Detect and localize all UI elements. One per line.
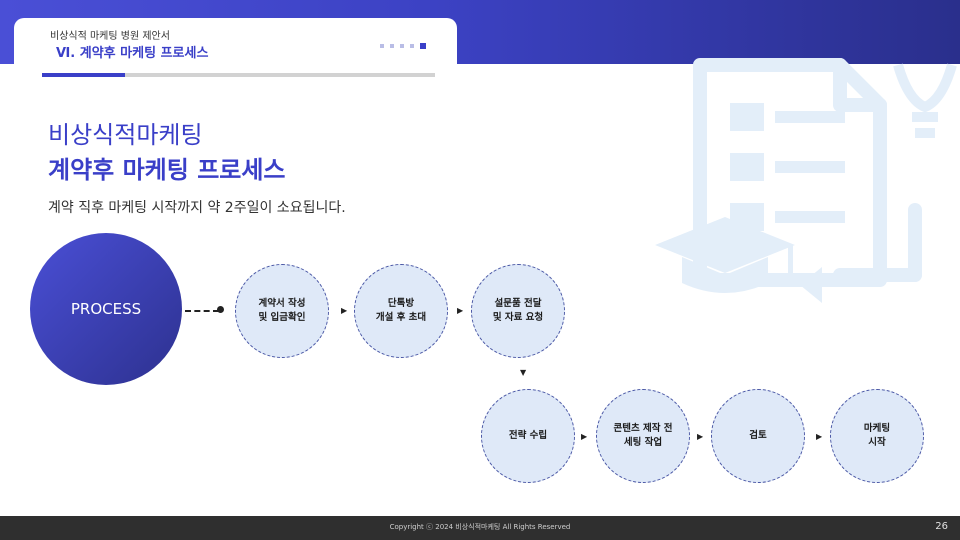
process-step-content-setup: 콘텐츠 제작 전 세팅 작업 xyxy=(596,389,690,483)
process-step-marketing-start: 마케팅 시작 xyxy=(830,389,924,483)
process-connector-line xyxy=(185,310,219,312)
arrow-right-icon: ▶ xyxy=(341,306,348,315)
pagination-dot xyxy=(380,44,384,48)
pagination-dot xyxy=(400,44,404,48)
arrow-right-icon: ▶ xyxy=(697,432,704,441)
graduation-cap-icon xyxy=(655,217,795,293)
doc-title: 비상식적 마케팅 병원 제안서 xyxy=(50,31,170,42)
process-circle: PROCESS xyxy=(30,233,182,385)
arrow-right-icon: ▶ xyxy=(581,432,588,441)
pagination-dots xyxy=(380,43,426,49)
process-step-contract: 계약서 작성 및 입금확인 xyxy=(235,264,329,358)
process-step-strategy: 전략 수립 xyxy=(481,389,575,483)
pagination-dot xyxy=(410,44,414,48)
checklist-document-icon xyxy=(655,58,957,303)
page-number: 26 xyxy=(935,521,948,532)
process-step-survey: 설문품 전달 및 자료 요청 xyxy=(471,264,565,358)
pagination-dot xyxy=(390,44,394,48)
page-heading-brand: 비상식적마케팅 xyxy=(48,121,203,149)
section-title: Ⅵ. 계약후 마케팅 프로세스 xyxy=(56,46,209,61)
arrow-right-icon: ▶ xyxy=(457,306,464,315)
page-heading-title: 계약후 마케팅 프로세스 xyxy=(48,156,286,184)
process-connector-dot xyxy=(217,306,224,313)
process-step-chatroom: 단톡방 개설 후 초대 xyxy=(354,264,448,358)
arrow-down-icon: ▼ xyxy=(520,368,527,377)
footer-bar: Copyright ⓒ 2024 비상식적마케팅 All Rights Rese… xyxy=(0,516,960,540)
process-label: PROCESS xyxy=(70,300,142,318)
process-step-review: 검토 xyxy=(711,389,805,483)
page-subtitle: 계약 직후 마케팅 시작까지 약 2주일이 소요됩니다. xyxy=(48,200,346,216)
section-progress-fill xyxy=(42,73,125,77)
lightbulb-icon xyxy=(893,63,957,138)
section-progress-bar xyxy=(42,73,435,77)
pagination-dot-active xyxy=(420,43,426,49)
copyright-text: Copyright ⓒ 2024 비상식적마케팅 All Rights Rese… xyxy=(389,523,571,531)
arrow-right-icon: ▶ xyxy=(816,432,823,441)
